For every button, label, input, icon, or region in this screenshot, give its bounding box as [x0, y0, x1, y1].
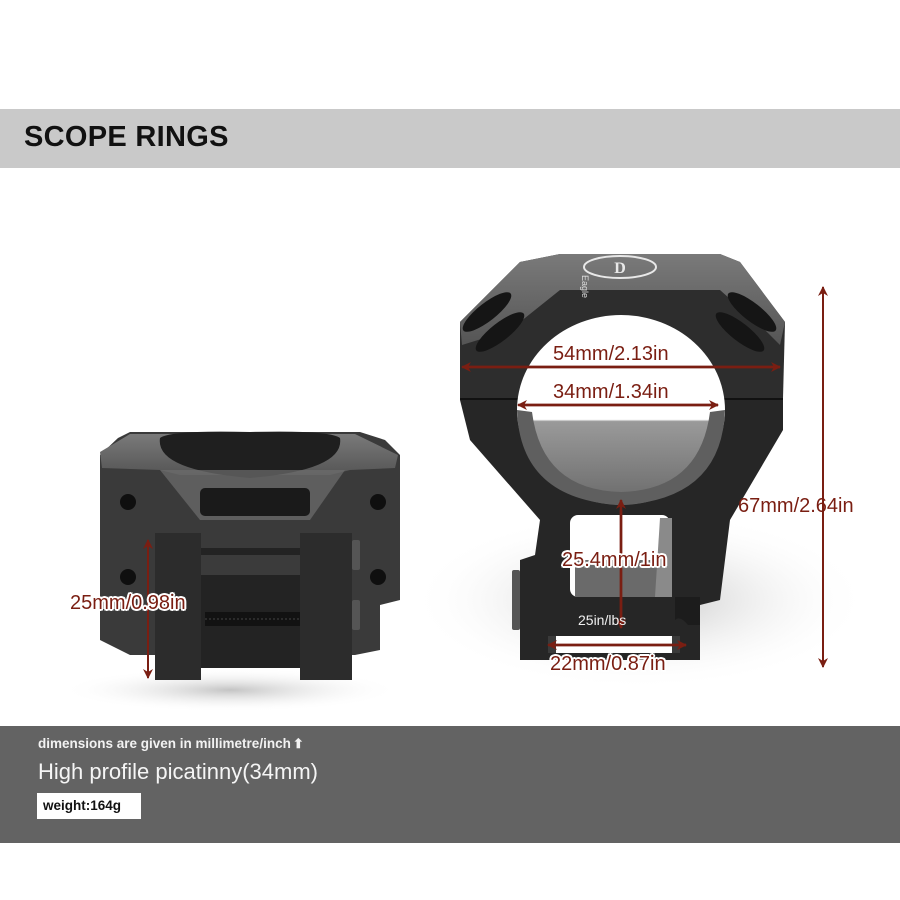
right-ring-front-view: D Eagle: [460, 254, 785, 660]
side-engraving: Eagle: [580, 275, 590, 298]
base-width-label: 22mm/0.87in: [550, 653, 666, 675]
units-note: dimensions are given in millimetre/inch⬆: [38, 736, 304, 752]
page-title: SCOPE RINGS: [24, 121, 229, 153]
outer-width-label: 54mm/2.13in: [553, 343, 669, 365]
center-height-label: 25.4mm/1in: [562, 549, 667, 571]
title-bar: SCOPE RINGS: [0, 109, 900, 168]
model-name: High profile picatinny(34mm): [38, 759, 318, 784]
ring-width-label: 25mm/0.98in: [70, 592, 186, 614]
dimension-arrows: [143, 286, 828, 679]
units-note-text: dimensions are given in millimetre/inch: [38, 736, 291, 751]
up-arrow-icon: ⬆: [292, 736, 304, 751]
brand-logo: D: [614, 260, 626, 277]
torque-label: 25in/lbs: [578, 612, 627, 628]
total-height-label: 67mm/2.64in: [738, 495, 854, 517]
weight-badge: weight:164g: [37, 793, 141, 819]
left-ring-side-view: [100, 431, 400, 680]
tube-diameter-label: 34mm/1.34in: [553, 381, 669, 403]
footer-bar: dimensions are given in millimetre/inch⬆…: [0, 726, 900, 843]
